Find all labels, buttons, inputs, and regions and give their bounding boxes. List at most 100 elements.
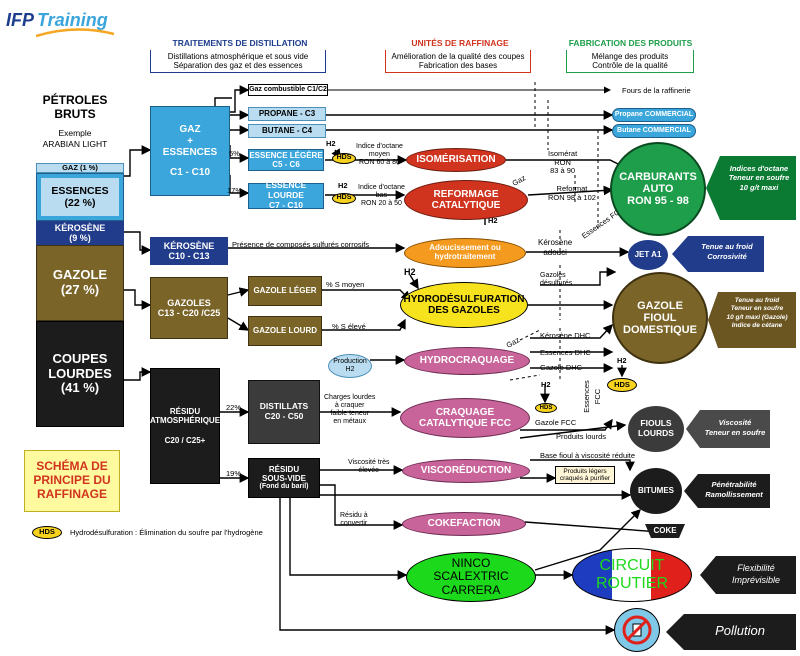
essences-dhc-label: Essences DHC	[540, 348, 591, 357]
gazoles-l1: GAZOLES	[167, 297, 211, 308]
gazoles-desulf-l2: désulfurés	[540, 280, 573, 288]
circuit-l1: CIRCUIT	[599, 557, 665, 575]
hds-badge-4-label: HDS	[614, 379, 630, 389]
isomerat-l3: 83 à 90	[550, 166, 576, 176]
logo-ifp: IFP	[6, 10, 35, 30]
h2-label-1: H2	[326, 139, 336, 148]
quality-fiouls-l1: Viscosité	[718, 418, 752, 427]
charges-l4: en métaux	[333, 418, 367, 426]
essence-legere-l2: C5 - C6	[272, 160, 300, 169]
no-litter-icon	[622, 615, 652, 645]
product-bitumes: BITUMES	[630, 468, 682, 514]
legend-text: Hydrodésulfuration : Élimination du souf…	[70, 528, 263, 537]
crude-cut-gazole-label: GAZOLE	[52, 267, 108, 283]
product-fiouls-lourds: FIOULS LOURDS	[628, 406, 684, 452]
residu-sv-box: RÉSIDU SOUS-VIDE (Fond du baril)	[248, 458, 320, 498]
quality-jet-l1: Tenue au froid	[701, 242, 753, 251]
gaz-combustible-box: Gaz combustible C1/C2	[248, 84, 328, 96]
reformat-label: Reformat RON 98 à 102	[548, 184, 596, 202]
crude-cut-coupes-label2: LOURDES	[48, 365, 112, 381]
jet-label: JET A1	[634, 249, 662, 259]
crude-cut-coupes-pct: (41 %)	[60, 380, 100, 396]
propane-box: PROPANE - C3	[248, 107, 326, 121]
isomerat-label: Isomérat RON 83 à 90	[548, 149, 578, 176]
residu-conv-label: Résidu à convertir	[340, 512, 368, 529]
fcc-label: FCC	[593, 388, 603, 405]
quality-bitumes-l1: Pénétrabilité	[711, 480, 757, 489]
crude-title: PÉTROLES BRUTS	[30, 93, 120, 122]
quality-jet-text: Tenue au froid Corrosivité	[690, 242, 764, 262]
pollution-icon	[614, 608, 660, 652]
hds-gazoles-l2: DES GAZOLES	[428, 305, 500, 316]
hydrocraquage-unit: HYDROCRAQUAGE	[404, 347, 530, 375]
octane-moyen: Indice d'octane moyen RON 60 à 80	[356, 143, 403, 167]
craquage-l1: CRAQUAGE	[435, 406, 495, 418]
quality-circuit: Flexibilité Imprévisible	[700, 556, 796, 594]
quality-pollution: Pollution	[666, 614, 796, 650]
quality-gazole-arrow-icon	[708, 292, 796, 348]
gaz-essences-l3: ESSENCES	[162, 147, 218, 158]
hds-badge-3-label: HDS	[539, 404, 553, 411]
hds-badge-1-label: HDS	[336, 154, 352, 162]
charges-l2: à craquer	[334, 402, 365, 410]
produits-lourds-label: Produits lourds	[556, 432, 607, 441]
quality-gazole: Tenue au froid Teneur en soufre 10 g/t m…	[708, 292, 796, 348]
reformat-l2: RON 98 à 102	[548, 193, 596, 202]
butane-label: BUTANE - C4	[261, 126, 313, 136]
crude-cut-gaz-label: GAZ (1 %)	[62, 162, 98, 172]
quality-bitumes-l2: Ramollissement	[705, 489, 763, 499]
distillats-l1: DISTILLATS	[259, 401, 309, 412]
header-distillation-title: TRAITEMENTS DE DISTILLATION	[172, 38, 308, 48]
header-fabrication-title: FABRICATION DES PRODUITS	[568, 38, 693, 48]
quality-pollution-arrow-icon	[666, 614, 796, 650]
adoucissement-l2: hydrotraitement	[434, 252, 496, 261]
reformage-l1: REFORMAGE	[433, 188, 499, 200]
hds-badge-1: HDS	[332, 153, 356, 164]
gazoles-l2: C13 - C20 /C25	[157, 308, 221, 318]
quality-circuit-text: Flexibilité Imprévisible	[716, 563, 796, 586]
quality-gazole-l3: 10 g/t maxi (Gazole)	[726, 313, 788, 321]
product-carburants-auto: CARBURANTS AUTO RON 95 - 98	[610, 142, 706, 236]
isomerat-l2: RON	[554, 157, 571, 167]
quality-carburants-arrow-icon	[706, 156, 796, 220]
isomerat-l1: Isomérat	[548, 149, 578, 158]
crude-cut-coupes-label: COUPES	[52, 350, 108, 366]
quality-carburants: Indices d'octane Teneur en soufre 10 g/t…	[706, 156, 796, 220]
s-eleve-label: % S élevé	[332, 322, 366, 331]
gazole-leger-label: GAZOLE LÉGER	[253, 286, 317, 296]
quality-fiouls-l2: Teneur en soufre	[704, 427, 766, 437]
legend-hds-badge: HDS	[32, 526, 62, 539]
residu-conv-l1: Résidu à	[340, 512, 368, 519]
quality-bitumes-text: Pénétrabilité Ramollissement	[698, 480, 770, 500]
octane-bas: Indice d'octane bas RON 20 à 50	[358, 184, 405, 208]
produits-legers-box: Produits légers craqués à purifier	[555, 466, 615, 484]
quality-bitumes: Pénétrabilité Ramollissement	[684, 474, 770, 508]
product-gazole-fioul: GAZOLE FIOUL DOMESTIQUE	[612, 272, 708, 364]
charges-l3: faible teneur	[330, 410, 369, 418]
h2-label-6: H2	[617, 356, 627, 365]
h2-label-5: H2	[541, 380, 551, 389]
base-fioul-label: Base fioul à viscosité réduite	[540, 451, 636, 460]
ninco-unit: NINCO SCALEXTRIC CARRERA	[406, 552, 536, 602]
crude-cut-kerosene: KÉROSÈNE (9 %)	[36, 221, 124, 245]
gazole-lourd-box: GAZOLE LOURD	[248, 316, 322, 346]
craquage-l2: CATALYTIQUE FCC	[418, 418, 512, 429]
reformage-unit: REFORMAGE CATALYTIQUE	[404, 180, 528, 220]
adoucissement-unit: Adoucissement ou hydrotraitement	[404, 238, 526, 268]
s-moyen-label: % S moyen	[326, 280, 365, 289]
gazole-fioul-l3: DOMESTIQUE	[623, 324, 697, 337]
gaz-essences-l1: GAZ	[179, 124, 201, 135]
reformat-l1: Reformat	[556, 184, 588, 193]
coke-label: COKE	[653, 526, 677, 535]
gaz-combustible-label: Gaz combustible C1/C2	[249, 85, 327, 93]
pct-22: 22%	[226, 403, 242, 412]
quality-gazole-l1: Tenue au froid	[734, 297, 780, 304]
legend-hds-label: HDS	[39, 527, 55, 537]
viscoreduction-label: VISCORÉDUCTION	[420, 465, 512, 477]
bitumes-label: BITUMES	[638, 485, 674, 495]
quality-jet-l2: Corrosivité	[707, 251, 747, 261]
quality-carburants-l1: Indices d'octane	[729, 164, 789, 173]
residu-atm-l2: ATMOSPHÉRIQUE	[149, 416, 221, 426]
h2-label-4: H2	[404, 267, 416, 277]
viscoreduction-unit: VISCORÉDUCTION	[402, 459, 530, 483]
